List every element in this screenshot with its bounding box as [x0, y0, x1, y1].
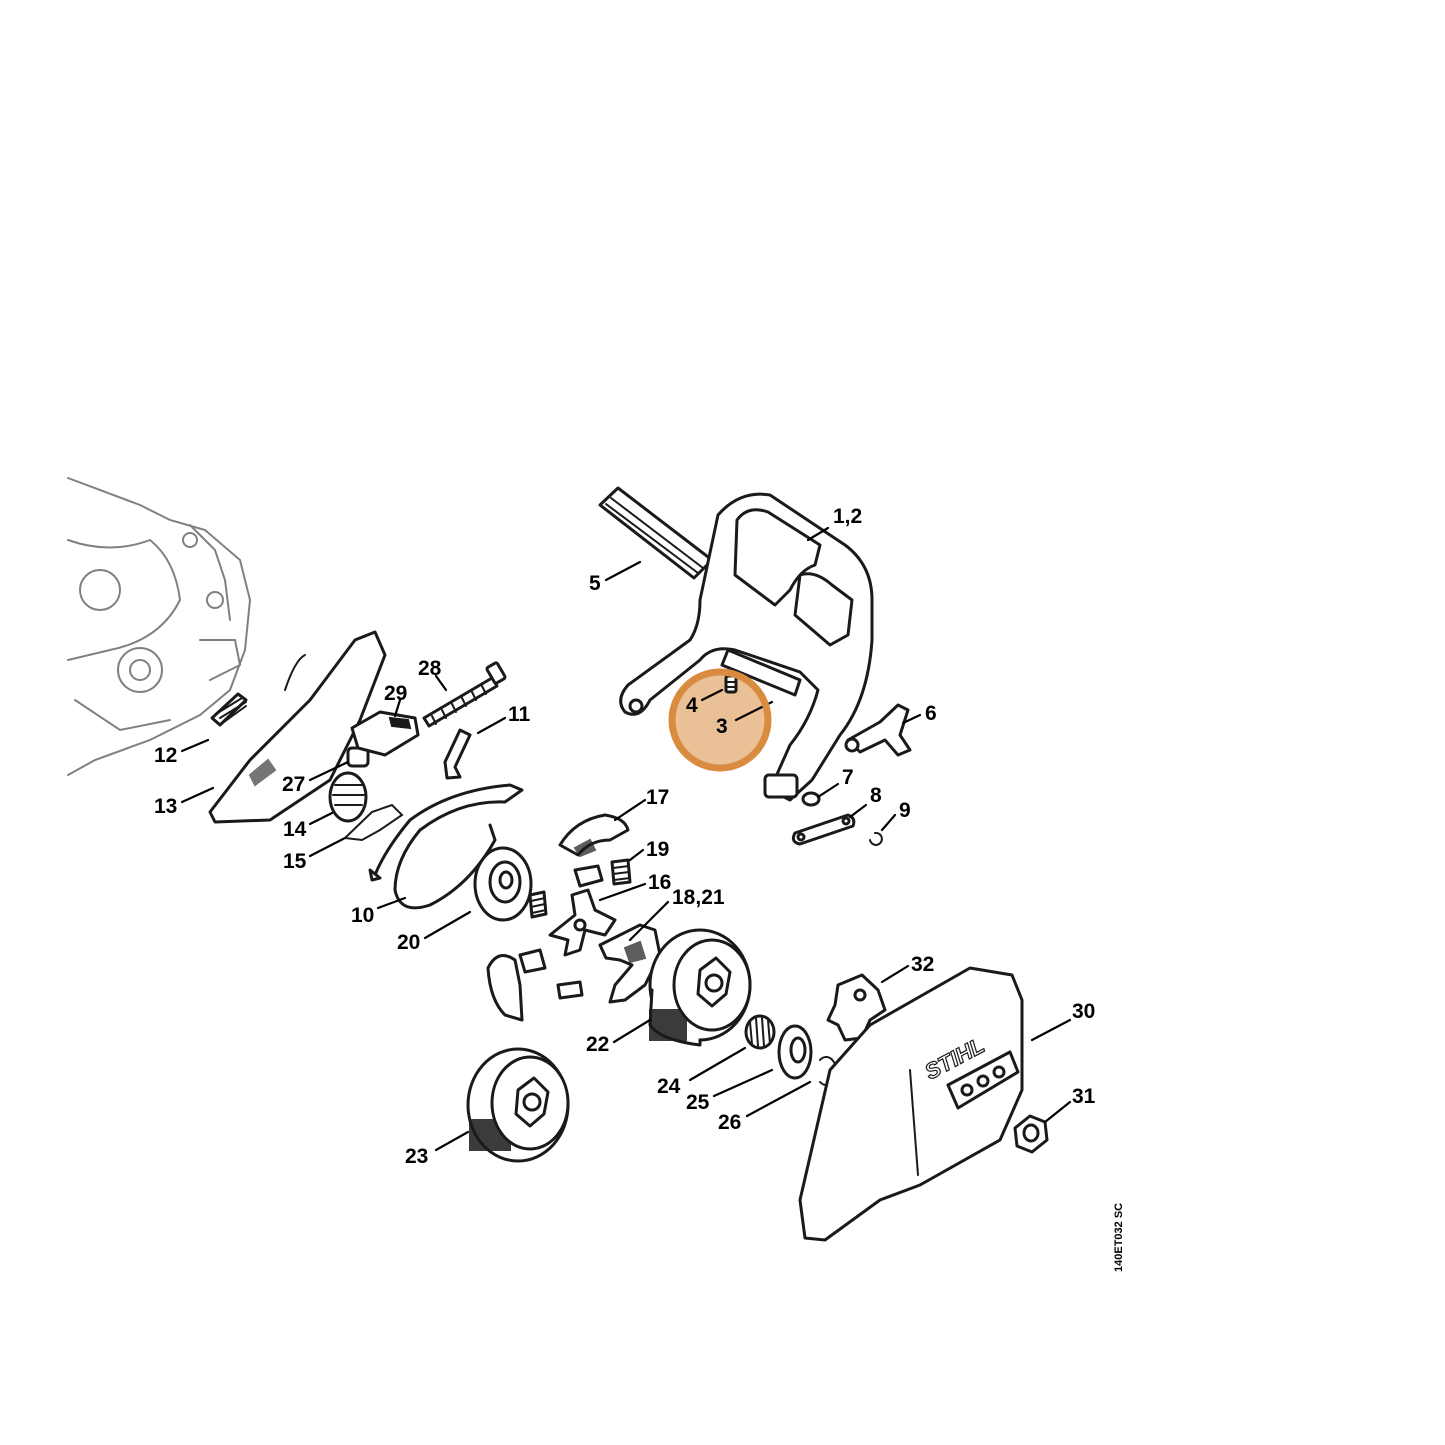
- part-spring-small: [528, 890, 548, 919]
- part-6-lever: [844, 703, 912, 757]
- part-4-screw: [724, 674, 738, 694]
- part-8-link: [791, 813, 856, 846]
- part-16-clutch-carrier: [548, 864, 617, 957]
- callout-8: 8: [870, 784, 882, 807]
- part-10-brake-band: [368, 783, 524, 910]
- part-28-bolt: [422, 661, 507, 728]
- callout-22: 22: [586, 1033, 609, 1056]
- part-23-sprocket-drum: [466, 1047, 570, 1163]
- part-12-spring: [210, 692, 248, 727]
- callout-3: 3: [716, 715, 728, 738]
- callout-12: 12: [154, 744, 177, 767]
- leader-lines: [180, 526, 1072, 1152]
- part-24-needle-bearing: [744, 1014, 776, 1050]
- callout-4: 4: [686, 694, 698, 717]
- callout-17: 17: [646, 786, 669, 809]
- callout-19: 19: [646, 838, 669, 861]
- callout-9: 9: [899, 799, 911, 822]
- part-22-clutch-drum: [648, 928, 752, 1047]
- callout-16: 16: [648, 871, 671, 894]
- callout-13: 13: [154, 795, 177, 818]
- callout-6: 6: [925, 702, 937, 725]
- callout-30: 30: [1072, 1000, 1095, 1023]
- callout-10: 10: [351, 904, 374, 927]
- callout-11: 11: [508, 703, 531, 726]
- callout-25: 25: [686, 1091, 710, 1114]
- callout-1-2: 1,2: [833, 505, 862, 528]
- callout-18-21: 18,21: [672, 886, 725, 909]
- part-1-2-hand-guard: [619, 492, 874, 802]
- part-7-washer: [801, 791, 821, 807]
- callout-24: 24: [657, 1075, 681, 1098]
- part-17-clutch-shoe: [558, 813, 630, 858]
- part-20-washer: [473, 846, 533, 922]
- highlight-fill: [675, 675, 765, 765]
- callout-32: 32: [911, 953, 934, 976]
- callout-28: 28: [418, 657, 442, 680]
- part-13-brake-cover: [208, 630, 387, 824]
- part-15-wire-spring: [342, 803, 404, 842]
- engine-housing: [67, 477, 252, 776]
- part-clutch-shoe-lower: [486, 948, 547, 1022]
- part-19-spring: [610, 858, 632, 886]
- callout-29: 29: [384, 682, 407, 705]
- callout-14: 14: [283, 818, 307, 841]
- part-5-grip: [598, 486, 714, 580]
- part-9-clip: [869, 831, 883, 846]
- part-18-21-clutch-shoe: [598, 923, 662, 1004]
- part-14-spring: [328, 771, 368, 823]
- part-31-nut: [1013, 1114, 1049, 1154]
- part-30-sprocket-cover: STIHL: [798, 966, 1024, 1242]
- callout-26: 26: [718, 1111, 741, 1134]
- part-29-adjuster: [350, 710, 420, 757]
- callout-23: 23: [405, 1145, 428, 1168]
- part-11-pin: [443, 728, 472, 780]
- callout-7: 7: [842, 766, 854, 789]
- callout-labels: 1,2 3 4 5 6 7 8 9 10 11 12 13 14 15 16 1…: [154, 505, 1096, 1168]
- callout-27: 27: [282, 773, 305, 796]
- highlight-circle[interactable]: [668, 668, 772, 772]
- callout-31: 31: [1072, 1085, 1096, 1108]
- callout-15: 15: [283, 850, 307, 873]
- callout-20: 20: [397, 931, 420, 954]
- part-25-washer: [777, 1024, 813, 1080]
- part-spring-lower: [556, 980, 584, 1000]
- callout-5: 5: [589, 572, 601, 595]
- drawing-code: 140ET032 SC: [1113, 1203, 1125, 1272]
